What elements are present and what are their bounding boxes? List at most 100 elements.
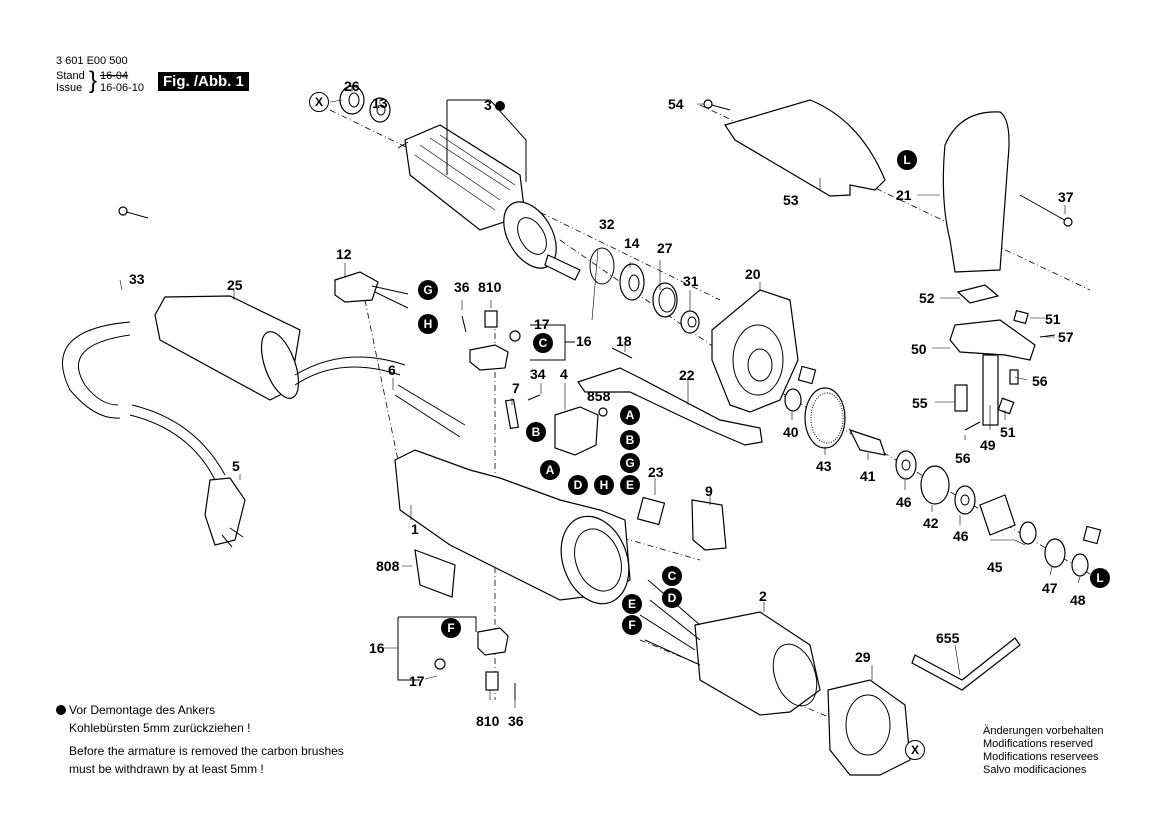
brace: }	[89, 67, 98, 94]
label-37: 37	[1058, 189, 1074, 205]
connector-F-field: F	[622, 615, 642, 635]
part-52-plate	[956, 284, 1000, 304]
brush-holder-top	[469, 344, 509, 371]
cable-to-tool	[294, 356, 406, 386]
part-5-plug	[204, 477, 246, 546]
note-de-line2: Kohlebürsten 5mm zurückziehen !	[69, 721, 251, 735]
part-number: 3 601 E00 500	[56, 55, 128, 67]
label-40: 40	[783, 424, 799, 440]
connector-G-switch: G	[620, 453, 640, 473]
part-34-screw	[527, 394, 541, 401]
bracket-16-top	[530, 324, 575, 361]
label-12: 12	[336, 246, 352, 262]
part-810-brush-top	[484, 310, 498, 328]
part-57-screw	[1039, 334, 1056, 338]
part-22-lever	[577, 367, 763, 446]
part-18-spring	[611, 347, 633, 359]
disclaimer-es: Salvo modificaciones	[983, 764, 1087, 776]
stand-value: 16-04	[100, 70, 129, 82]
part-51-insert-top	[1013, 309, 1029, 325]
label-51-bottom: 51	[1000, 424, 1016, 440]
part-810-brush-bottom	[485, 671, 499, 691]
part-47-washer	[1044, 538, 1066, 568]
label-20: 20	[745, 266, 761, 282]
label-53: 53	[783, 192, 799, 208]
part-1-motor-housing	[394, 449, 631, 605]
label-54: 54	[668, 96, 684, 112]
label-1: 1	[411, 521, 419, 537]
part-655-hex-key	[911, 637, 1021, 691]
connector-E-field: E	[622, 594, 642, 614]
label-14: 14	[624, 235, 640, 251]
x-marker-top: X	[309, 92, 329, 112]
figure-label: Fig. /Abb. 1	[158, 72, 249, 91]
label-2: 2	[759, 588, 767, 604]
part-46-washer-a	[895, 450, 917, 480]
label-48: 48	[1070, 592, 1086, 608]
part-2-field	[694, 611, 821, 716]
part-21-cover	[942, 111, 1010, 273]
part-6-cord	[394, 384, 466, 438]
part-9-label	[691, 499, 727, 551]
label-55: 55	[912, 395, 928, 411]
connector-D-field: D	[662, 588, 682, 608]
label-810-bottom: 810	[476, 713, 500, 729]
label-41: 41	[860, 468, 876, 484]
part-48-bearing	[1071, 553, 1089, 577]
label-808: 808	[376, 558, 400, 574]
label-7: 7	[512, 380, 520, 396]
brush-holder-bottom	[477, 627, 509, 656]
part-858-screw	[598, 407, 608, 417]
connector-B-cord: B	[526, 422, 546, 442]
label-5: 5	[232, 458, 240, 474]
note-en-line2: must be withdrawn by at least 5mm !	[69, 762, 264, 776]
part-53-guard	[724, 99, 886, 197]
connector-A-cord: A	[540, 460, 560, 480]
note-en-line1: Before the armature is removed the carbo…	[69, 744, 344, 758]
label-810-top: 810	[478, 279, 502, 295]
part-36-screw-top	[461, 315, 467, 333]
part-808-label	[414, 549, 456, 598]
connector-C-brush: C	[533, 333, 553, 353]
label-4: 4	[560, 366, 568, 382]
cable-outer	[62, 321, 131, 419]
connector-G-capacitor: G	[418, 280, 438, 300]
label-50: 50	[911, 341, 927, 357]
label-18: 18	[616, 333, 632, 349]
connector-L-cover: L	[897, 150, 917, 170]
bearing-symbol-2	[1082, 525, 1102, 545]
note-bullet	[56, 705, 66, 715]
label-22: 22	[679, 367, 695, 383]
label-29: 29	[855, 649, 871, 665]
part-17-spring-top	[509, 330, 521, 342]
part-45-roller	[979, 494, 1016, 536]
label-45: 45	[987, 559, 1003, 575]
label-47: 47	[1042, 580, 1058, 596]
part-7-clip	[504, 398, 520, 430]
part-4-switch	[554, 406, 599, 456]
label-33: 33	[129, 271, 145, 287]
disclaimer-de: Änderungen vorbehalten	[983, 725, 1104, 737]
label-32: 32	[599, 216, 615, 232]
note-de-line1-text: Vor Demontage des Ankers	[69, 703, 216, 717]
label-17-top: 17	[534, 316, 550, 332]
cable-inner	[77, 334, 131, 406]
connector-H-switch: H	[594, 475, 614, 495]
connector-H-capacitor: H	[418, 314, 438, 334]
label-858: 858	[587, 388, 611, 404]
label-57: 57	[1058, 329, 1074, 345]
part-40-bearing	[784, 388, 802, 412]
cable-to-plug	[129, 404, 226, 481]
armature-note-marker	[494, 101, 505, 111]
label-13: 13	[372, 95, 388, 111]
x-marker-bottom: X	[905, 740, 925, 760]
label-52: 52	[919, 290, 935, 306]
label-27: 27	[657, 240, 673, 256]
label-23: 23	[648, 464, 664, 480]
disclaimer-en: Modifications reserved	[983, 738, 1094, 750]
label-49: 49	[980, 437, 996, 453]
connector-B-switch: B	[620, 430, 640, 450]
note-de-line1: Vor Demontage des Ankers	[56, 702, 215, 718]
part-51-insert-bottom	[997, 397, 1015, 415]
label-51-top: 51	[1045, 311, 1061, 327]
